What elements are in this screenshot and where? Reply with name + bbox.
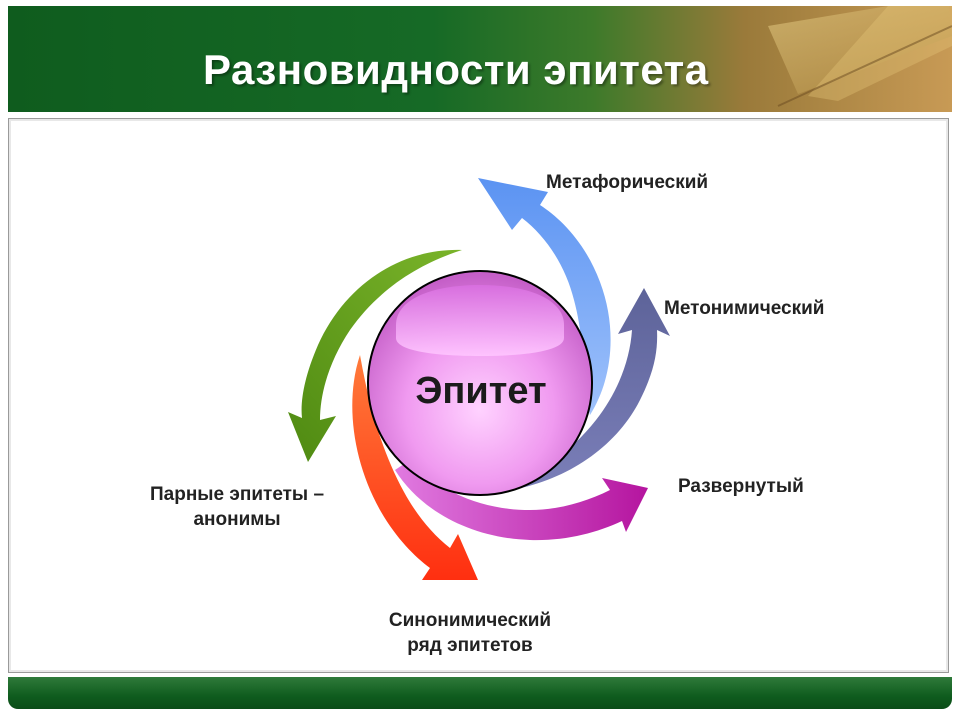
label-synonymic: Синонимический ряд эпитетов xyxy=(350,608,590,658)
label-paired-line2: анонимы xyxy=(193,509,281,530)
label-paired: Парные эпитеты – анонимы xyxy=(112,482,362,532)
arrow-extended xyxy=(395,460,648,541)
label-metonymical: Метонимический xyxy=(664,298,825,319)
slide-header: Разновидности эпитета xyxy=(8,6,952,112)
arrow-metonymical xyxy=(498,288,670,492)
page-title: Разновидности эпитета xyxy=(203,46,709,93)
label-synonymic-line1: Синонимический xyxy=(388,610,552,631)
center-highlight xyxy=(396,285,564,356)
label-metaphorical: Метафорический xyxy=(546,172,709,193)
pen-decoration-icon xyxy=(768,6,952,107)
arrow-synonymic xyxy=(352,355,478,580)
label-paired-line1: Парные эпитеты – xyxy=(149,484,325,505)
label-synonymic-line2: ряд эпитетов xyxy=(407,635,533,656)
arrow-metaphorical xyxy=(478,178,611,415)
arrow-paired xyxy=(288,249,462,462)
center-label: Эпитет xyxy=(415,370,547,412)
label-extended: Развернутый xyxy=(678,476,804,497)
slide-footer xyxy=(8,677,952,709)
